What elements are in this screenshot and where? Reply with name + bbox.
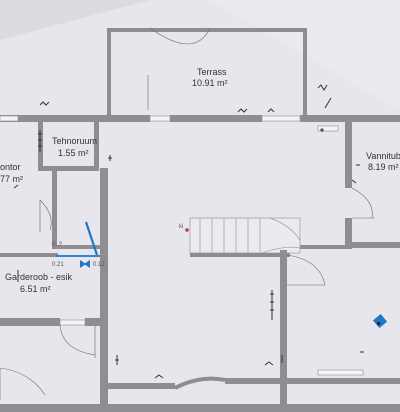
dimension-label-c: 0.12: [93, 262, 105, 268]
tehnoruum-window: [0, 115, 19, 122]
kontor-label: ontor: [0, 162, 21, 172]
dimension-label-a: 0. ?: [52, 242, 63, 248]
dimension-label-b: 0.21: [52, 262, 64, 268]
terrass-door-arc: [149, 27, 211, 45]
stair-mark-label: ki: [179, 224, 184, 230]
paper-fold-shadow: [0, 0, 150, 40]
terrass-area: 10.91 m²: [192, 78, 228, 88]
garderoob-label: Garderoob - esik: [5, 272, 73, 282]
garderoob-door-arc: [59, 324, 96, 356]
kontor-door-arc: [39, 199, 52, 231]
garderoob-door-gap: [59, 319, 86, 326]
upper-window: [261, 115, 301, 122]
stair-wall: [190, 250, 290, 408]
vannituba-door-arc: [351, 187, 373, 219]
upper-door-gap: [149, 115, 171, 122]
upper-window-2: [317, 125, 339, 132]
garderoob-door-arc-2: [0, 367, 46, 396]
shower-icon: [372, 313, 388, 329]
blue-direction-icon-2: [84, 260, 90, 268]
bottom-wall: [0, 378, 400, 412]
vannituba-area: 8.19 m²: [368, 162, 399, 172]
staircase: [189, 217, 301, 254]
garderoob-walls: [0, 168, 108, 408]
kontor-area: 77 m²: [0, 174, 24, 184]
electrical-marks: [13, 84, 364, 379]
stair-door-arc: [286, 254, 326, 286]
terrass-walls: [107, 28, 307, 120]
terrass-label: Terrass: [197, 67, 227, 77]
garderoob-area: 6.51 m²: [20, 284, 51, 294]
bottom-window: [317, 369, 364, 376]
vannituba-walls: [290, 120, 400, 249]
vannituba-label: Vannituba: [366, 151, 400, 161]
tehnoruum-area: 1.55 m²: [58, 148, 89, 158]
stair-marker-dot: [185, 228, 189, 232]
upper-main-wall: [0, 115, 400, 122]
bottom-window-arc: [174, 376, 226, 390]
blue-arrow-mark: [84, 221, 99, 256]
blue-direction-icon: [80, 260, 86, 268]
tehnoruum-label: Tehnoruum: [52, 136, 98, 146]
kontor-walls: [52, 170, 104, 249]
